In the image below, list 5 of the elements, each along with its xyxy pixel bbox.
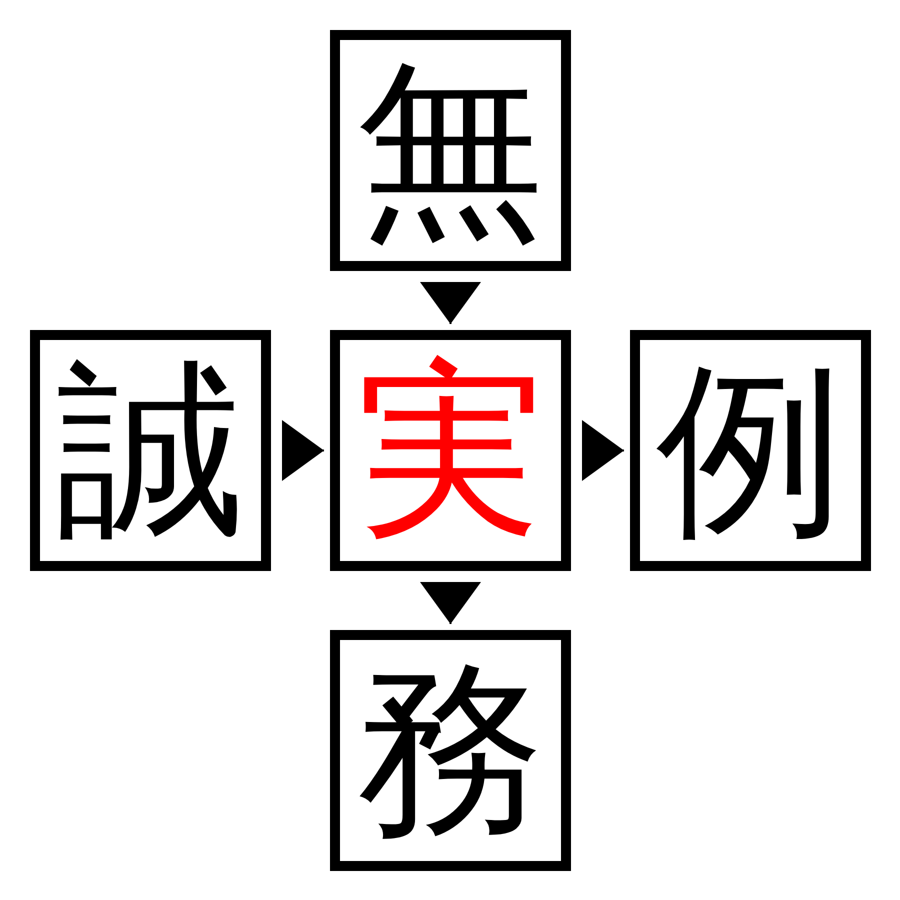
character-box: 誠	[30, 330, 271, 571]
character-box: 無	[330, 30, 571, 271]
character-box: 例	[630, 330, 871, 571]
character-box: 実	[330, 330, 571, 571]
character-box: 務	[330, 630, 571, 871]
